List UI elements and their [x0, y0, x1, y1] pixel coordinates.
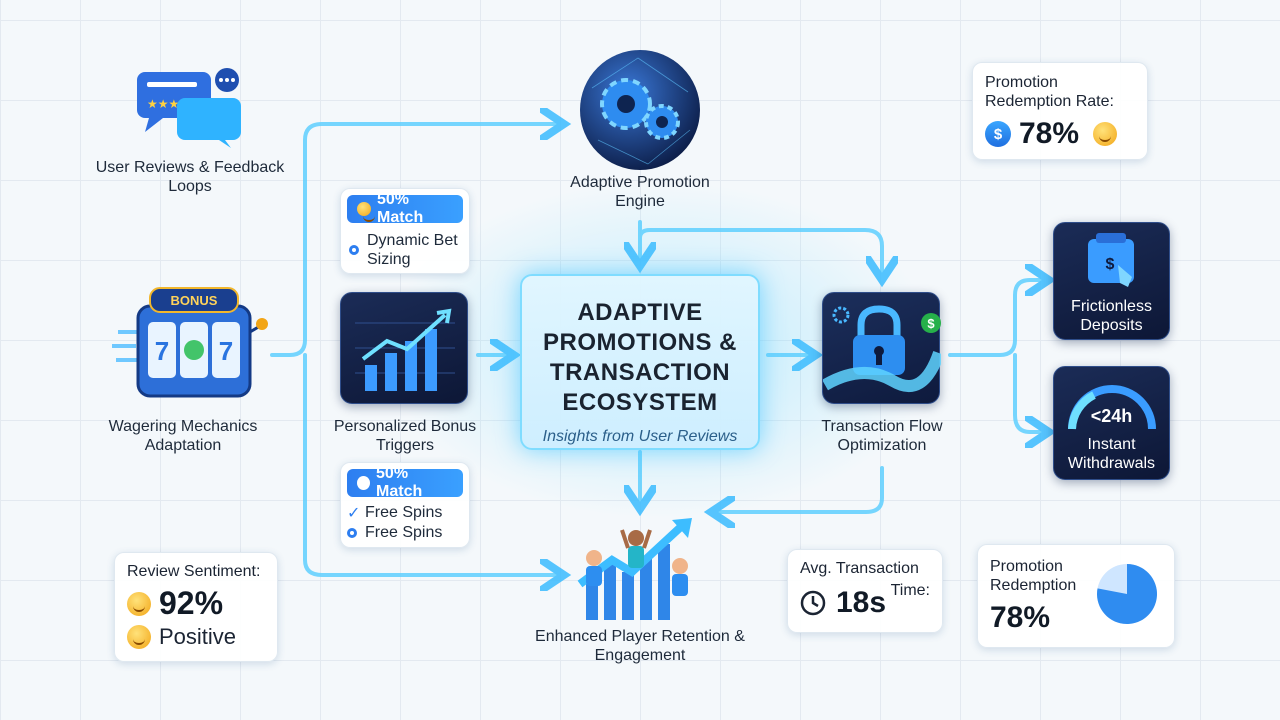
deposits-tile[interactable]: $ Frictionless Deposits — [1053, 222, 1170, 340]
transaction-time-card: Avg. Transaction Time: 18s — [787, 549, 943, 633]
free-spins-label-1: Free Spins — [365, 504, 443, 521]
free-spins-label-2: Free Spins — [365, 524, 443, 541]
review-sentiment-label: Review Sentiment: — [127, 563, 261, 580]
ecosystem-center-box: ADAPTIVE PROMOTIONS & TRANSACTION ECOSYS… — [520, 274, 760, 450]
review-sentiment-value: 92% — [159, 585, 224, 621]
transaction-time-label-a: Avg. Transaction — [800, 560, 919, 577]
wink-icon — [127, 591, 151, 616]
slot-machine-icon: BONUS 7 7 — [110, 282, 270, 400]
promo-card-bet-sizing[interactable]: 50% Match Dynamic Bet Sizing — [340, 188, 470, 274]
radio-icon — [349, 245, 359, 255]
wagering-label: Wagering Mechanics Adaptation — [108, 418, 258, 454]
match-pill: 50% Match — [347, 191, 463, 226]
ecosystem-title: ADAPTIVE PROMOTIONS & TRANSACTION ECOSYS… — [542, 299, 737, 416]
transaction-time-value: 18s — [836, 586, 887, 619]
transaction-time-label-b: Time: — [890, 582, 930, 599]
transaction-flow-tile: $ — [821, 292, 945, 404]
redemption-rate-card: Promotion Redemption Rate: $ 78% — [972, 62, 1148, 160]
bonus-triggers-label: Personalized Bonus Triggers — [333, 418, 477, 454]
withdrawals-tile[interactable]: <24h Instant Withdrawals — [1053, 366, 1170, 480]
promotion-redemption-card: Promotion Redemption 78% — [977, 544, 1175, 648]
promotion-redemption-label: Promotion Redemption — [990, 558, 1077, 594]
chat-bubbles-icon: ★★★★★ — [135, 68, 245, 148]
svg-text:$: $ — [1106, 256, 1115, 273]
radio-icon — [347, 528, 357, 538]
redemption-rate-value: 78% — [1019, 117, 1080, 150]
clock-icon — [800, 590, 826, 616]
smile-icon — [357, 202, 375, 222]
svg-text:7: 7 — [155, 336, 169, 366]
user-reviews-label: User Reviews & Feedback Loops — [95, 159, 285, 195]
grin-icon — [127, 625, 151, 649]
withdrawals-label: Instant Withdrawals — [1067, 436, 1156, 472]
gears-globe-icon — [578, 48, 702, 172]
ecosystem-subtitle: Insights from User Reviews — [542, 428, 738, 445]
svg-text:$: $ — [927, 316, 935, 331]
bet-sizing-label: Dynamic Bet Sizing — [367, 232, 458, 268]
review-sentiment-card: Review Sentiment: 92% Positive — [114, 552, 278, 662]
wallet-icon: $ — [1088, 233, 1134, 287]
player-retention-icon — [572, 514, 710, 620]
badge-icon — [357, 476, 371, 490]
lock-icon: $ — [821, 305, 945, 392]
free-spins-option-2[interactable]: Free Spins — [347, 524, 463, 542]
check-icon: ✓ — [347, 505, 361, 522]
withdrawals-badge: <24h — [1090, 406, 1133, 426]
speedometer-icon — [1068, 385, 1156, 430]
redemption-pie-chart — [1097, 564, 1157, 624]
review-sentiment-qualifier: Positive — [159, 624, 237, 649]
free-spins-option-1[interactable]: ✓ Free Spins — [347, 503, 463, 523]
dollar-coin-icon: $ — [985, 121, 1011, 147]
match-pill-label: 50% Match — [377, 191, 424, 226]
pie-value-slice — [1097, 564, 1157, 624]
promo-engine-label: Adaptive Promotion Engine — [570, 174, 710, 210]
svg-text:7: 7 — [219, 336, 233, 366]
match-pill: 50% Match — [347, 465, 463, 500]
retention-label: Enhanced Player Retention & Engagement — [535, 628, 745, 664]
match-pill-label: 50% Match — [376, 465, 423, 500]
bonus-triggers-tile — [340, 292, 468, 404]
growth-chart-icon — [355, 308, 455, 391]
promo-card-free-spins[interactable]: 50% Match ✓ Free Spins Free Spins — [340, 462, 470, 548]
smile-icon — [1093, 122, 1118, 146]
slot-sign: BONUS — [171, 293, 218, 308]
deposits-label: Frictionless Deposits — [1071, 298, 1152, 334]
redemption-rate-label: Promotion Redemption Rate: — [985, 74, 1114, 110]
bet-sizing-option[interactable]: Dynamic Bet Sizing — [347, 231, 463, 269]
promotion-redemption-value: 78% — [990, 601, 1051, 634]
transaction-flow-label: Transaction Flow Optimization — [821, 418, 943, 454]
